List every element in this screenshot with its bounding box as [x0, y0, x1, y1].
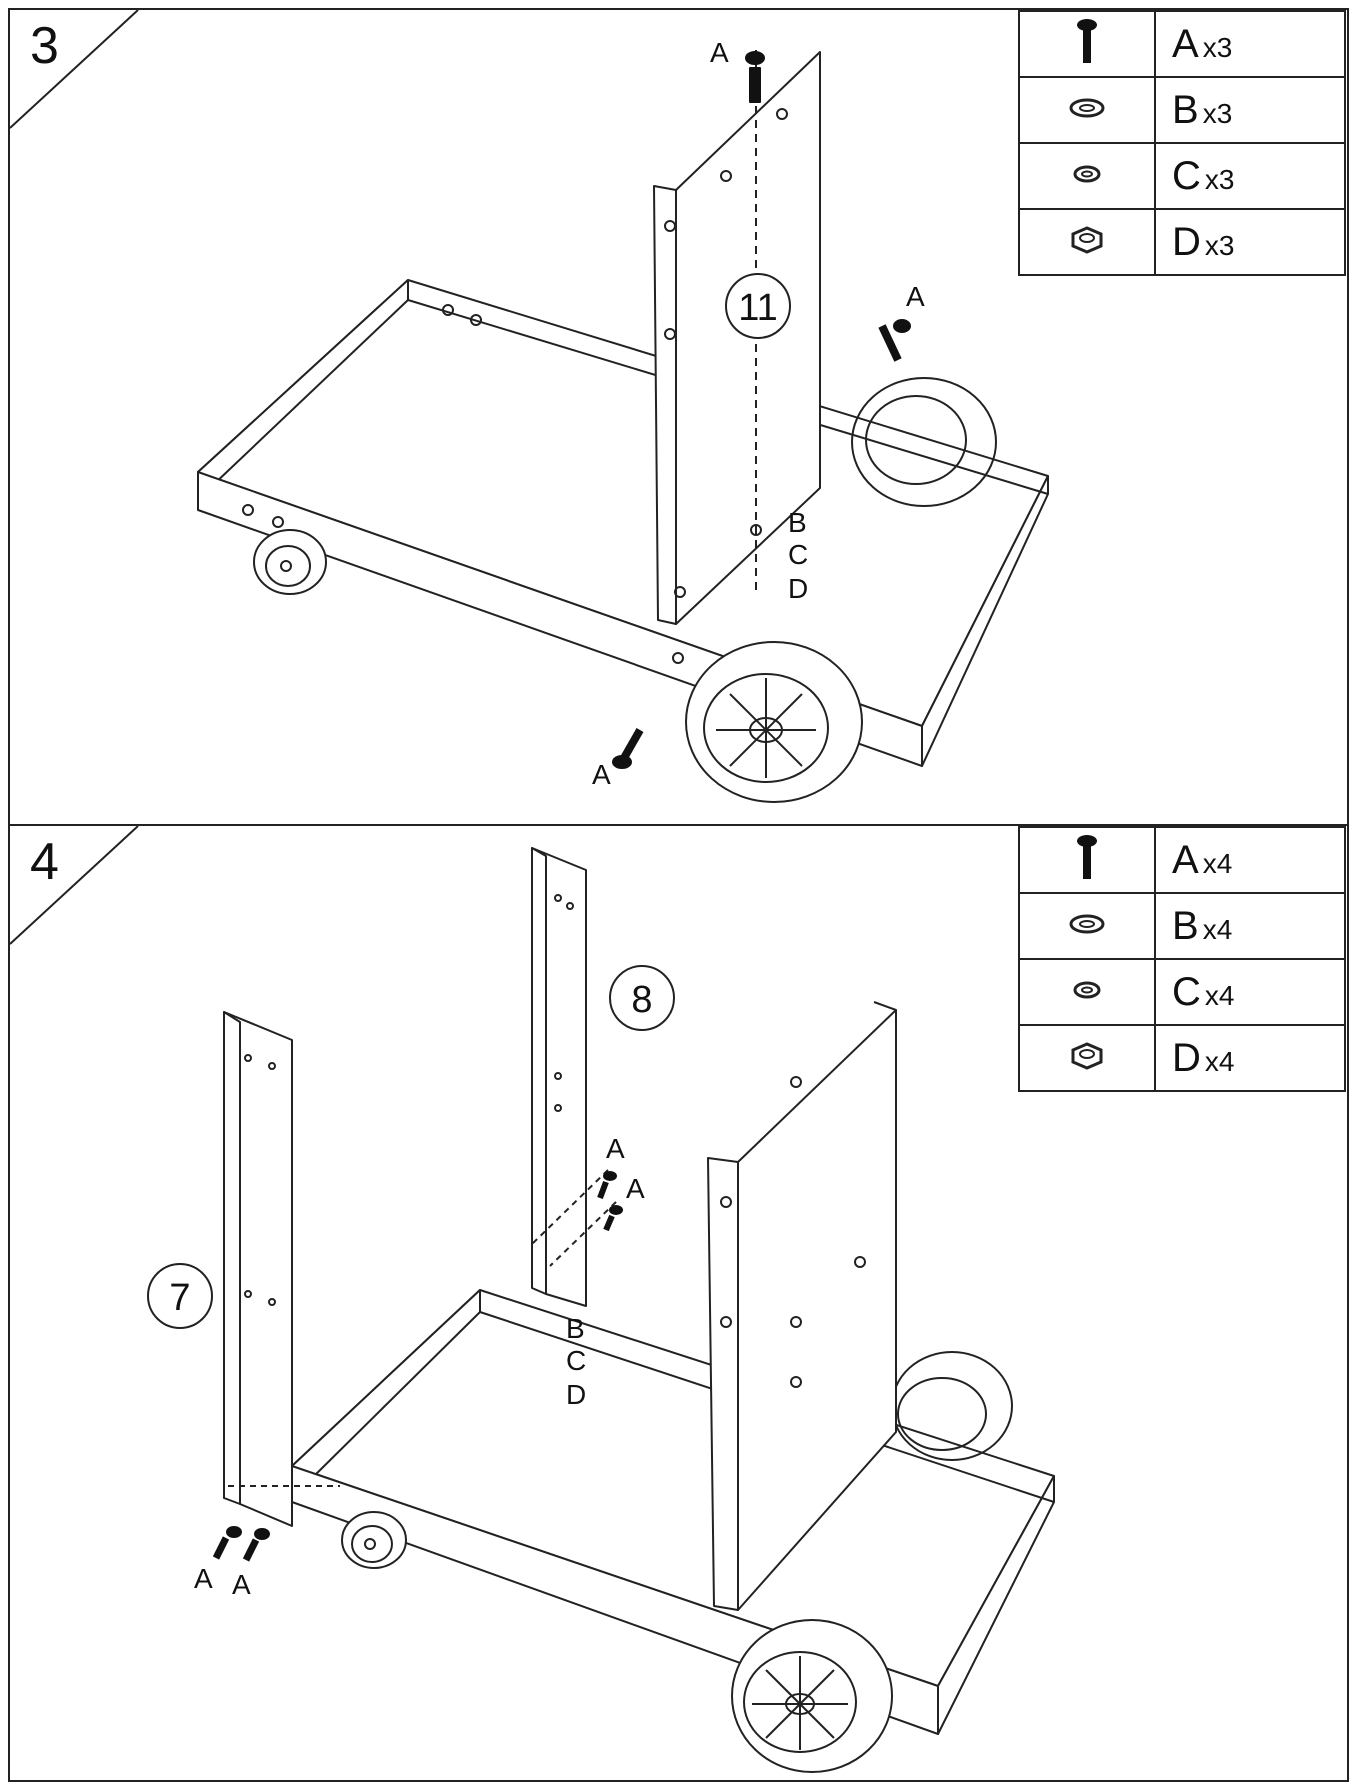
flat-washer-icon — [1069, 98, 1105, 117]
left-part-label: 7 — [169, 1277, 190, 1319]
callout-nut: D — [566, 1379, 586, 1410]
callout-washer: B — [566, 1313, 585, 1344]
hardware-letter: B — [1172, 87, 1199, 132]
callout-spring-washer: C — [566, 1345, 586, 1376]
panel-holes — [720, 1076, 866, 1388]
caster-wheel — [341, 1511, 407, 1569]
hardware-letter: B — [1172, 903, 1199, 948]
hardware-letter: A — [1172, 21, 1199, 66]
fastener-paths — [228, 1169, 617, 1487]
caster-wheel — [253, 529, 327, 595]
hex-nut-icon — [1071, 225, 1103, 254]
callout-screw-right: A — [906, 281, 925, 312]
callout-nut: D — [788, 573, 808, 604]
screw-icon — [212, 1171, 623, 1562]
step-4-illustration: 7 8 A A A A B C D — [10, 826, 1055, 1773]
hardware-letter: D — [1172, 1035, 1201, 1080]
cart-tray — [291, 1289, 1055, 1735]
hardware-letter: C — [1172, 153, 1201, 198]
hardware-qty: x4 — [1204, 979, 1235, 1011]
cart-tray — [197, 279, 1049, 767]
callout-spring-washer: C — [788, 539, 808, 570]
step-corner-line — [10, 826, 139, 945]
callout-screw-back-2: A — [626, 1173, 645, 1204]
hardware-qty: x4 — [1202, 847, 1233, 879]
screw-icon — [612, 51, 911, 769]
part-number-label: 11 — [738, 287, 777, 329]
hardware-qty: x4 — [1204, 1045, 1235, 1077]
part-number-bubble — [725, 273, 791, 339]
step-corner-line — [10, 10, 139, 129]
spring-washer-icon — [1073, 981, 1101, 998]
step-3-illustration: 11 A A A B C D — [10, 10, 1049, 803]
spring-washer-icon — [1073, 165, 1101, 182]
hex-nut-icon — [1071, 1041, 1103, 1070]
left-upright-part — [223, 1011, 293, 1527]
callout-washer: B — [788, 507, 807, 538]
front-wheel — [731, 1619, 893, 1773]
hardware-qty: x3 — [1204, 229, 1235, 261]
back-part-label: 8 — [631, 979, 652, 1021]
callout-screw-bottom: A — [592, 759, 611, 790]
hardware-letter: D — [1172, 219, 1201, 264]
step-number: 3 — [30, 17, 59, 75]
hardware-qty: x3 — [1204, 163, 1235, 195]
side-panel-part — [707, 1001, 897, 1611]
screw-icon — [1077, 18, 1097, 63]
step-number: 4 — [30, 833, 59, 891]
back-upright-part — [531, 847, 587, 1307]
callout-screw-left-2: A — [232, 1569, 251, 1600]
callout-screw-back-1: A — [606, 1133, 625, 1164]
hardware-letter: C — [1172, 969, 1201, 1014]
callout-screw-left-1: A — [194, 1563, 213, 1594]
hardware-qty: x3 — [1202, 97, 1233, 129]
screw-icon — [1077, 834, 1097, 879]
rear-wheel — [851, 377, 997, 507]
hardware-qty: x3 — [1202, 31, 1233, 63]
hardware-letter: A — [1172, 837, 1199, 882]
hardware-qty: x4 — [1202, 913, 1233, 945]
callout-screw-top: A — [710, 37, 729, 68]
flat-washer-icon — [1069, 914, 1105, 933]
front-wheel — [685, 641, 863, 803]
left-part-bubble — [147, 1263, 213, 1329]
back-part-bubble — [609, 965, 675, 1031]
panel-holes — [242, 108, 788, 664]
